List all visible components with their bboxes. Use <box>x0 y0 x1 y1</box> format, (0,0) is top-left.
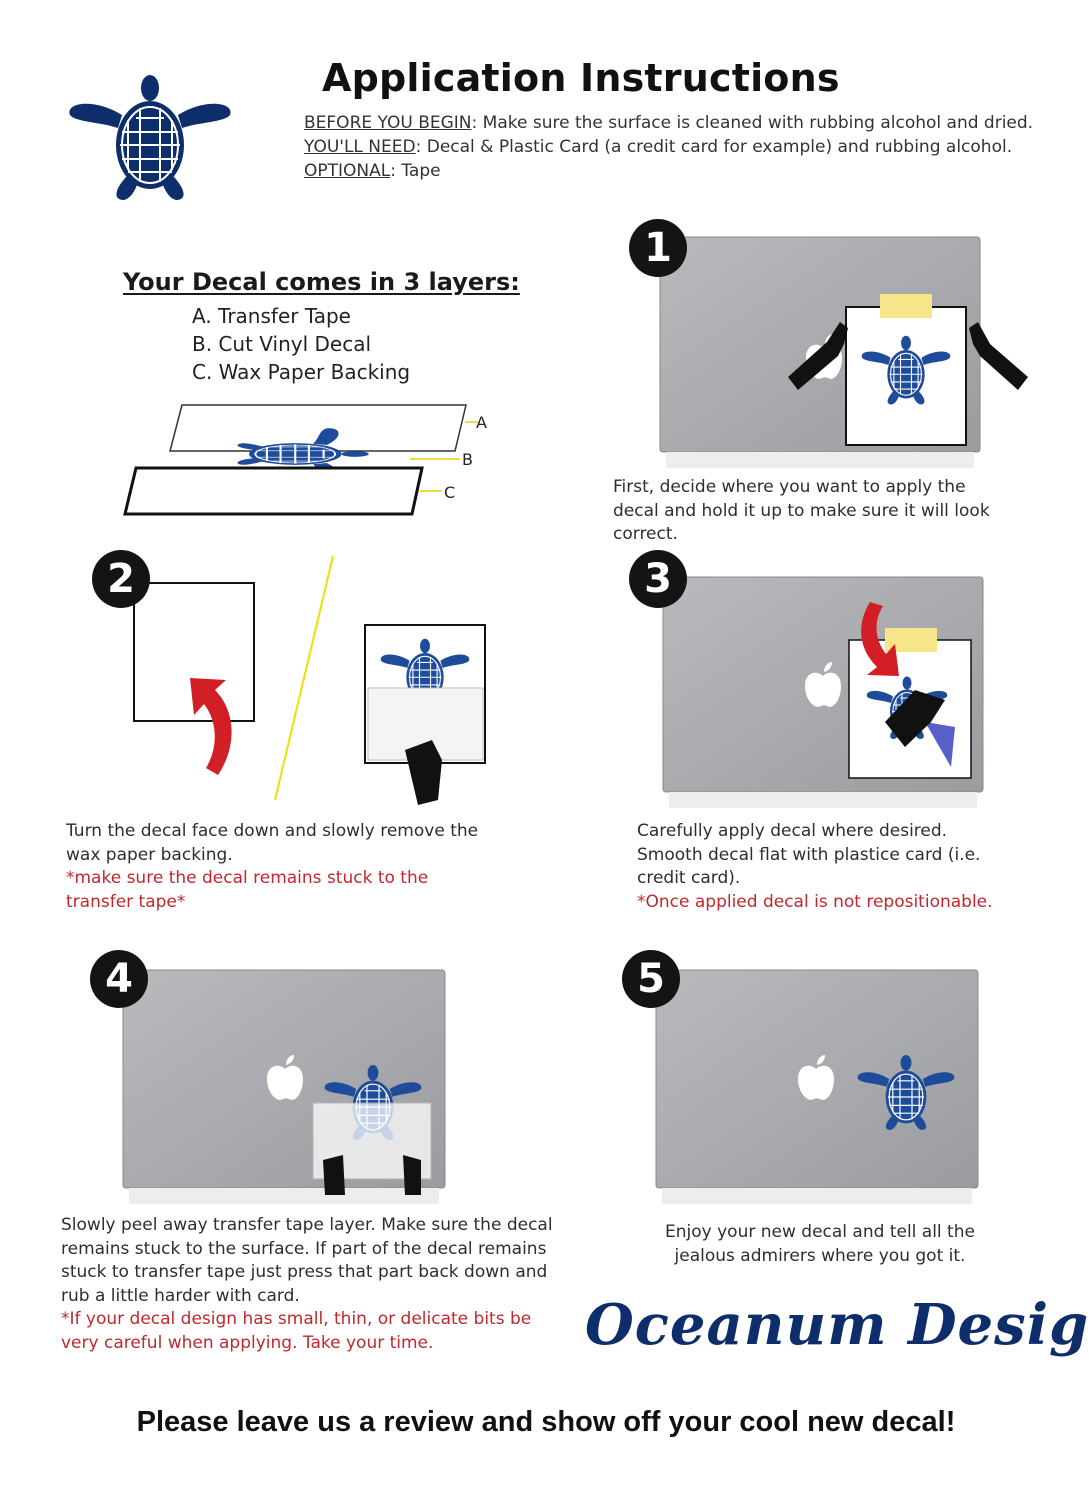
step3-caption: Carefully apply decal where desired. Smo… <box>637 820 1017 914</box>
need-text: : Decal & Plastic Card (a credit card fo… <box>415 137 1013 157</box>
step4-text: Slowly peel away transfer tape layer. Ma… <box>61 1215 553 1306</box>
hand-icon <box>788 322 848 390</box>
step3-text: Carefully apply decal where desired. Smo… <box>637 821 981 888</box>
optional-label: OPTIONAL <box>304 161 391 181</box>
sea-turtle-icon <box>68 74 232 201</box>
optional-text: : Tape <box>390 161 441 181</box>
step-number-badge: 1 <box>629 219 687 277</box>
layer-item: A. Transfer Tape <box>192 304 351 328</box>
curved-arrow-icon <box>861 602 899 676</box>
review-banner: Please leave us a review and show off yo… <box>136 1406 956 1438</box>
before-label: BEFORE YOU BEGIN <box>304 113 472 133</box>
need-label: YOU'LL NEED <box>304 137 416 157</box>
step2-illustration <box>133 555 486 805</box>
layers-list: A. Transfer Tape B. Cut Vinyl Decal C. W… <box>192 302 410 386</box>
step4-note: *If your decal design has small, thin, o… <box>61 1309 532 1353</box>
step-number-badge: 4 <box>90 950 148 1008</box>
step1-caption: First, decide where you want to apply th… <box>613 477 990 544</box>
step4-illustration <box>122 969 446 1204</box>
layer-item: C. Wax Paper Backing <box>192 360 411 384</box>
brand-logo: Oceanum Design <box>585 1292 1092 1358</box>
step1-illustration <box>659 236 1028 468</box>
step2-caption: Turn the decal face down and slowly remo… <box>66 820 486 914</box>
diagram-label-a: A <box>476 413 487 432</box>
step3-note: *Once applied decal is not repositionabl… <box>637 891 993 912</box>
step2-text: Turn the decal face down and slowly remo… <box>66 821 479 865</box>
layer-item: B. Cut Vinyl Decal <box>192 332 372 356</box>
layers-diagram: A B C <box>123 404 487 516</box>
diagram-label-c: C <box>444 483 455 502</box>
prerequisites: BEFORE YOU BEGIN: Make sure the surface … <box>304 111 1033 183</box>
step4-caption: Slowly peel away transfer tape layer. Ma… <box>61 1214 561 1355</box>
layers-heading: Your Decal comes in 3 layers: <box>123 268 520 296</box>
curved-arrow-icon <box>190 678 232 775</box>
before-text: : Make sure the surface is cleaned with … <box>471 113 1034 133</box>
step-number-badge: 2 <box>92 550 150 608</box>
step3-illustration <box>662 576 984 808</box>
page-title: Application Instructions <box>322 56 840 100</box>
step2-note: *make sure the decal remains stuck to th… <box>66 868 429 912</box>
step5-illustration <box>655 969 979 1204</box>
diagram-label-b: B <box>462 450 473 469</box>
step5-caption: Enjoy your new decal and tell all the je… <box>665 1222 975 1266</box>
step-number-badge: 5 <box>622 950 680 1008</box>
step-number-badge: 3 <box>629 550 687 608</box>
